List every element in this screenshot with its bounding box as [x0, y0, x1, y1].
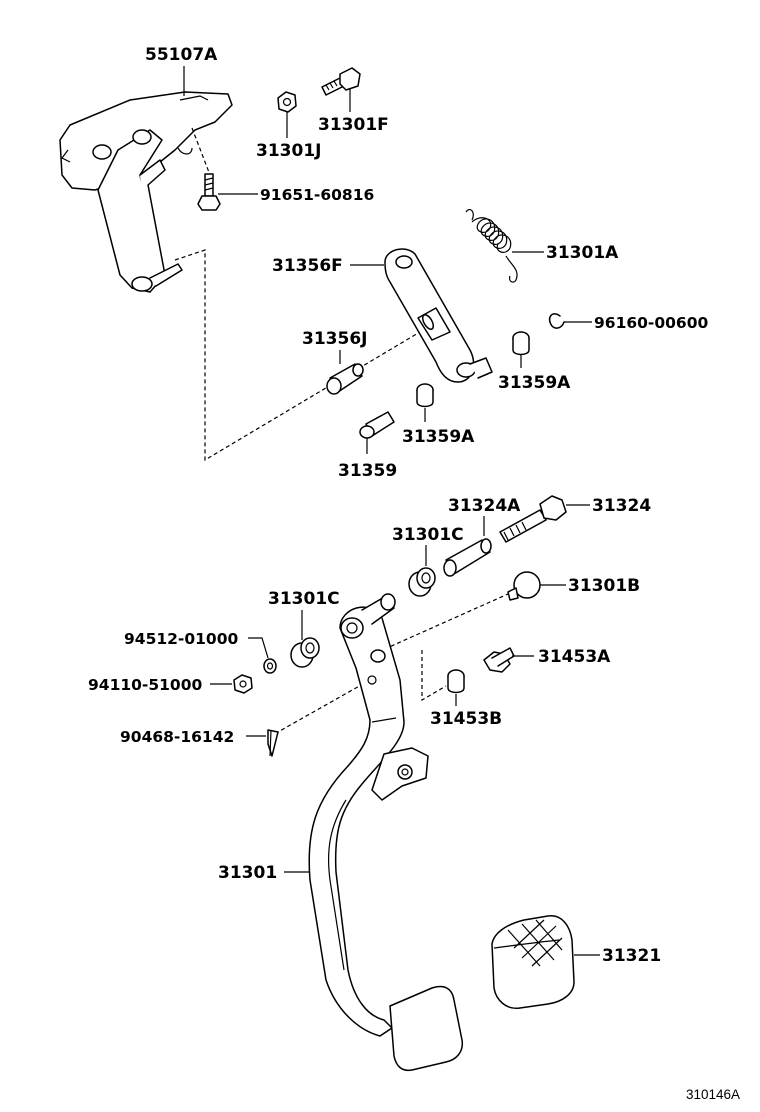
label-90468-16142: 90468-16142	[120, 728, 234, 746]
pedal-pad-31321	[491, 915, 600, 1009]
nut-94110	[210, 674, 253, 694]
label-31301b: 31301B	[568, 576, 640, 596]
bolt-31324	[499, 495, 590, 543]
label-31321: 31321	[602, 946, 661, 966]
bolt-31301f	[321, 67, 361, 112]
label-31324: 31324	[592, 496, 651, 516]
assembly-line-2	[377, 593, 509, 653]
label-31301c-upper: 31301C	[392, 525, 464, 545]
bolt-31453a	[483, 647, 534, 673]
assembly-line-3	[277, 679, 371, 733]
bushing-31301c-lower	[290, 610, 320, 668]
label-31301j: 31301J	[256, 141, 321, 161]
pin-90468	[246, 729, 279, 757]
bushing-31453b	[421, 650, 465, 706]
sleeve-31324a	[443, 516, 492, 577]
pedal-arm-31301	[284, 593, 429, 1037]
collar-31356j	[326, 350, 364, 395]
stopper-31301b	[507, 571, 566, 601]
label-31453b: 31453B	[430, 709, 502, 729]
label-31359: 31359	[338, 461, 397, 481]
label-31359a-lower: 31359A	[402, 427, 475, 447]
bushing-31359a-lower	[416, 383, 434, 422]
label-31324a: 31324A	[448, 496, 521, 516]
pedal-bracket	[59, 91, 233, 293]
nut-31301j	[277, 91, 297, 138]
label-31453a: 31453A	[538, 647, 611, 667]
washer-94512	[248, 637, 277, 674]
label-31301a: 31301A	[546, 243, 619, 263]
assembly-line-1	[174, 249, 441, 462]
label-94110-51000: 94110-51000	[88, 676, 202, 694]
pedal-plate	[389, 985, 464, 1072]
diagram-reference-code: 310146A	[686, 1087, 740, 1102]
label-31301c-lower: 31301C	[268, 589, 340, 609]
spring-31301a	[465, 208, 544, 283]
clip-96160	[548, 313, 592, 329]
label-31301: 31301	[218, 863, 277, 883]
label-96160-00600: 96160-00600	[594, 314, 708, 332]
label-31356f: 31356F	[272, 256, 343, 276]
bolt-91651	[197, 173, 258, 211]
label-31359a-upper: 31359A	[498, 373, 571, 393]
bushing-31301c-upper	[408, 545, 436, 597]
link-31356f	[350, 248, 493, 383]
label-94512-01000: 94512-01000	[124, 630, 238, 648]
bushing-31359a-upper	[512, 331, 530, 368]
label-31356j: 31356J	[302, 329, 367, 349]
label-31301f: 31301F	[318, 115, 389, 135]
pin-31359	[359, 411, 395, 454]
label-91651-60816: 91651-60816	[260, 186, 374, 204]
label-55107a: 55107A	[145, 45, 218, 65]
